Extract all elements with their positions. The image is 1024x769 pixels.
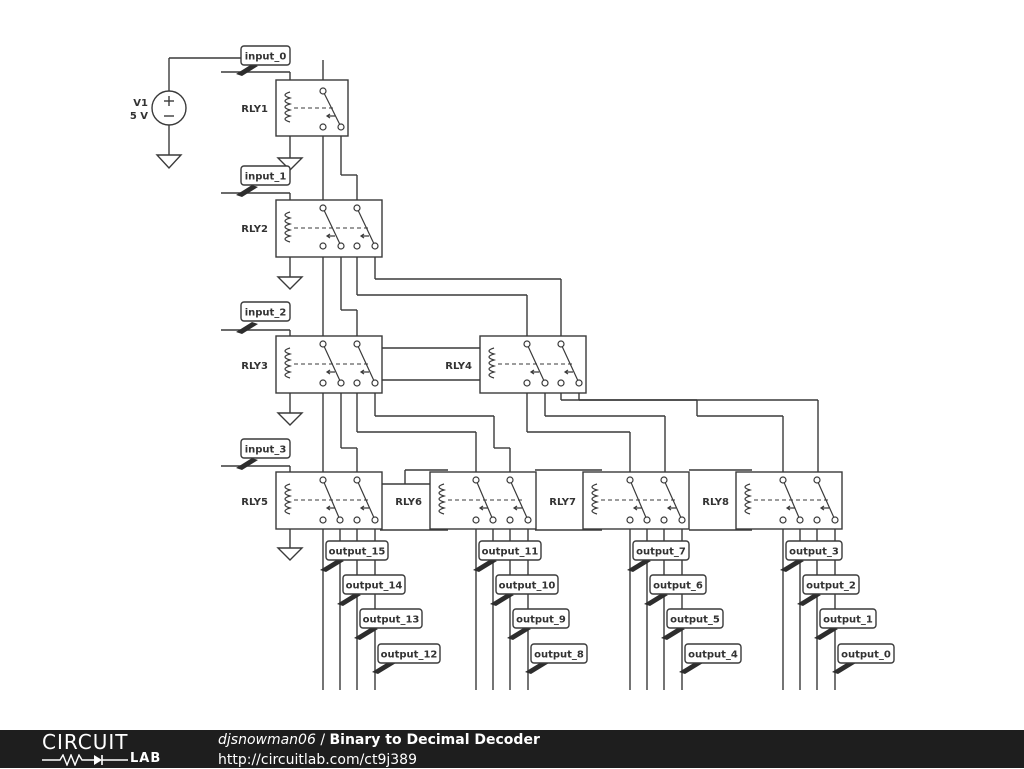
circuit-byline: djsnowman06 / Binary to Decimal Decoder <box>218 732 540 749</box>
net-tag-output-12-label: output_12 <box>381 650 438 661</box>
relay-label-rly5: RLY5 <box>241 497 268 508</box>
net-tag-output-12[interactable]: output_12 <box>372 643 441 674</box>
circuit-schematic: V1 5 V <box>130 45 895 690</box>
footer-bar: CIRCUIT LAB djsnowman06 / Binary to Deci… <box>0 730 1024 768</box>
net-tag-output-14[interactable]: output_14 <box>337 574 406 606</box>
relay-rly2[interactable] <box>275 199 383 258</box>
net-tag-output-6-label: output_6 <box>653 581 703 592</box>
net-tag-output-1-label: output_1 <box>823 615 873 626</box>
net-tag-output-13-label: output_13 <box>363 615 420 626</box>
net-tag-input-2[interactable]: input_2 <box>236 301 291 334</box>
circuit-meta: djsnowman06 / Binary to Decimal Decoder … <box>218 732 540 769</box>
net-tag-output-3-label: output_3 <box>789 547 839 558</box>
net-tag-input-1[interactable]: input_1 <box>236 165 291 197</box>
net-tag-output-5-label: output_5 <box>670 615 720 626</box>
net-tag-input-3-label: input_3 <box>245 445 287 456</box>
net-tag-output-8[interactable]: output_8 <box>525 643 588 674</box>
relay-label-rly7: RLY7 <box>549 497 576 508</box>
net-tag-input-2-label: input_2 <box>245 308 287 319</box>
net-tag-output-11-label: output_11 <box>482 547 539 558</box>
relay-label-rly1: RLY1 <box>241 104 268 115</box>
relay-rly5[interactable] <box>275 471 383 530</box>
net-tag-output-15-label: output_15 <box>329 547 386 558</box>
circuitlab-logo[interactable]: CIRCUIT LAB <box>42 732 182 766</box>
net-tag-input-0-label: input_0 <box>245 52 287 63</box>
relay-label-rly3: RLY3 <box>241 361 268 372</box>
relay-rly6[interactable] <box>429 471 537 530</box>
net-tag-output-11[interactable]: output_11 <box>473 540 542 572</box>
source-name-label: V1 <box>133 98 148 109</box>
logo-wordmark-bottom: LAB <box>130 751 162 766</box>
relay-rly7[interactable] <box>582 471 690 530</box>
relay-rly3[interactable] <box>275 335 383 394</box>
circuit-title: Binary to Decimal Decoder <box>329 732 540 748</box>
net-tag-output-4-label: output_4 <box>688 650 738 661</box>
net-tag-output-2[interactable]: output_2 <box>797 574 860 606</box>
net-tag-output-3[interactable]: output_3 <box>780 540 843 572</box>
ground-symbols <box>276 157 304 561</box>
net-tag-output-5[interactable]: output_5 <box>661 608 724 640</box>
net-tag-output-2-label: output_2 <box>806 581 856 592</box>
net-tag-output-13[interactable]: output_13 <box>354 608 423 640</box>
relay-rly4[interactable] <box>479 335 587 394</box>
voltage-source-v1[interactable] <box>151 58 187 170</box>
relay-rly1[interactable] <box>275 79 349 137</box>
relay-rly8[interactable] <box>735 471 843 530</box>
net-tag-output-7-label: output_7 <box>636 547 686 558</box>
byline-separator: / <box>315 732 330 748</box>
net-tag-input-0[interactable]: input_0 <box>236 45 291 76</box>
relay-label-rly4: RLY4 <box>445 361 472 372</box>
net-tag-output-4[interactable]: output_4 <box>679 643 742 674</box>
net-tag-output-9[interactable]: output_9 <box>507 608 570 640</box>
relay-label-rly8: RLY8 <box>702 497 729 508</box>
relay-label-rly2: RLY2 <box>241 224 268 235</box>
resistor-diode-icon <box>42 754 128 766</box>
net-tag-output-0-label: output_0 <box>841 650 891 661</box>
author-name[interactable]: djsnowman06 <box>218 732 316 748</box>
net-tag-output-1[interactable]: output_1 <box>814 608 877 640</box>
net-tag-output-6[interactable]: output_6 <box>644 574 707 606</box>
relay-label-rly6: RLY6 <box>395 497 422 508</box>
source-value-label: 5 V <box>130 111 148 122</box>
net-tag-input-3[interactable]: input_3 <box>236 438 291 470</box>
net-tag-output-8-label: output_8 <box>534 650 584 661</box>
net-tag-output-9-label: output_9 <box>516 615 566 626</box>
net-tag-output-15[interactable]: output_15 <box>320 540 389 572</box>
net-tag-output-10[interactable]: output_10 <box>490 574 559 606</box>
logo-wordmark-top: CIRCUIT <box>42 730 129 754</box>
circuit-url-link[interactable]: http://circuitlab.com/ct9j389 <box>218 752 418 768</box>
net-tag-output-10-label: output_10 <box>499 581 556 592</box>
net-tag-output-7[interactable]: output_7 <box>627 540 690 572</box>
net-tag-output-14-label: output_14 <box>346 581 403 592</box>
net-tag-output-0[interactable]: output_0 <box>832 643 895 674</box>
net-tag-input-1-label: input_1 <box>245 172 287 183</box>
